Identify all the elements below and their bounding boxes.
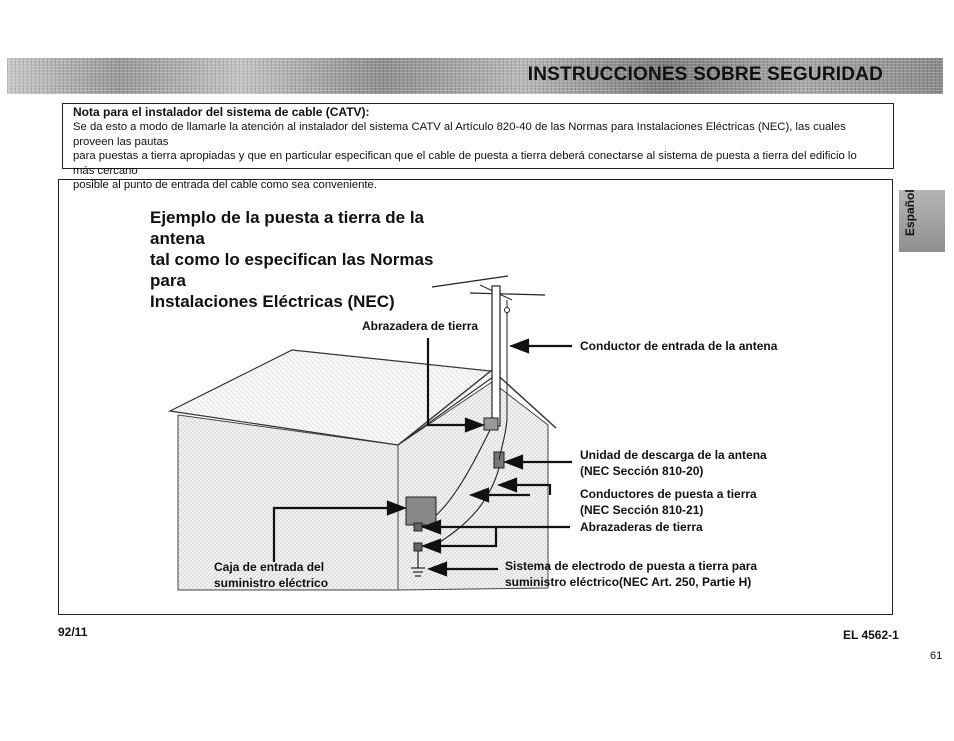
label-service-entrance-box: Caja de entrada del suministro eléctrico — [214, 559, 328, 591]
label-electrode-system: Sistema de electrodo de puesta a tierra … — [505, 558, 757, 590]
callout-arrows — [272, 338, 572, 577]
page-title: INSTRUCCIONES SOBRE SEGURIDAD — [527, 64, 883, 85]
label-discharge-unit: Unidad de descarga de la antena (NEC Sec… — [580, 447, 767, 479]
label-line: (NEC Sección 810-21) — [580, 503, 704, 517]
grounding-wire — [429, 467, 500, 549]
note-text: Se da esto a modo de llamarle la atenció… — [73, 120, 879, 193]
label-ground-clamps: Abrazaderas de tierra — [580, 520, 703, 534]
diagram-title: Ejemplo de la puesta a tierra de la ante… — [150, 207, 470, 312]
note-line: posible al punto de entrada del cable co… — [73, 179, 377, 191]
label-grounding-conductors: Conductores de puesta a tierra (NEC Secc… — [580, 486, 757, 518]
diagram-frame — [58, 179, 893, 615]
installer-note-box: Nota para el instalador del sistema de c… — [62, 103, 894, 191]
language-side-tab: Español — [899, 189, 945, 252]
ground-clamp — [413, 542, 423, 552]
house-wall — [177, 381, 549, 591]
page-number: 61 — [930, 650, 943, 662]
note-line: para puestas a tierra apropiadas y que e… — [73, 150, 857, 177]
header-banner: INSTRUCCIONES SOBRE SEGURIDAD — [7, 58, 943, 94]
label-antenna-lead-in: Conductor de entrada de la antena — [580, 339, 778, 353]
lead-in-wire — [498, 419, 508, 461]
label-line: suministro eléctrico — [214, 576, 329, 590]
service-entrance-box — [405, 496, 437, 526]
mast-ground-clamp — [483, 417, 499, 431]
note-line: Se da esto a modo de llamarle la atenció… — [73, 121, 846, 148]
footer-document-code: EL 4562-1 — [843, 628, 899, 642]
diagram-title-line: Instalaciones Eléctricas (NEC) — [150, 292, 395, 311]
label-line: (NEC Sección 810-20) — [580, 464, 704, 478]
note-heading: Nota para el instalador del sistema de c… — [73, 105, 370, 119]
label-line: Conductores de puesta a tierra — [580, 487, 757, 501]
diagram-title-line: Ejemplo de la puesta a tierra de la ante… — [150, 208, 424, 248]
label-ground-clamp: Abrazadera de tierra — [362, 319, 479, 333]
ground-clamp — [413, 522, 423, 532]
label-line: Unidad de descarga de la antena — [580, 448, 767, 462]
label-line: Sistema de electrodo de puesta a tierra … — [505, 559, 758, 573]
ground-symbol-icon — [411, 567, 425, 577]
label-line: suministro eléctrico(NEC Art. 250, Parti… — [505, 575, 752, 589]
diagram-title-line: tal como lo especifican las Normas para — [150, 250, 434, 290]
footer-date-code: 92/11 — [58, 625, 88, 639]
label-line: Caja de entrada del — [214, 560, 325, 574]
